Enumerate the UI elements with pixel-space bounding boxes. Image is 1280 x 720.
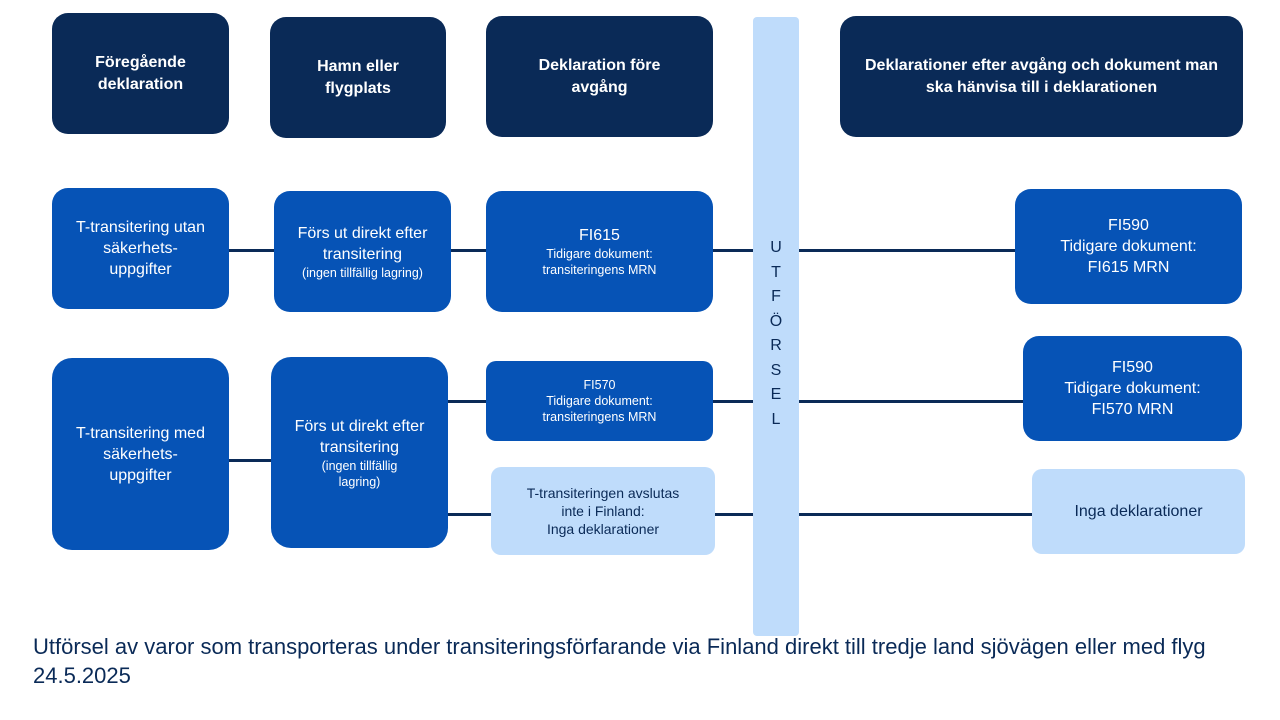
header-post-departure-declarations-text: Deklarationer efter avgång och dokument … [865,56,1218,96]
row1-port-main: Förs ut direkt efter transitering [297,224,428,263]
row1-previous-declaration: T-transitering utan säkerhets-uppgifter [52,188,229,309]
header-port-or-airport-text: Hamn eller flygplats [317,57,399,97]
row2-post-departure: FI590 Tidigare dokument: FI570 MRN [1023,336,1242,441]
header-previous-declaration-text: Föregående deklaration [95,53,186,93]
row3-pre-departure-text: T-transiteringen avslutas inte i Finland… [526,485,680,537]
connector-row2-left [140,459,340,462]
footer-caption: Utförsel av varor som transporteras unde… [33,634,1206,688]
row1-post-departure-ref: FI615 MRN [1087,259,1170,276]
row3-post-departure-text: Inga deklarationer [1074,503,1203,520]
row1-pre-departure: FI615 Tidigare dokument: transiteringens… [486,191,713,312]
row1-port-note: (ingen tillfällig lagring) [302,265,423,280]
header-port-or-airport: Hamn eller flygplats [270,17,446,138]
row2-pre-departure: FI570 Tidigare dokument: transiteringens… [486,361,713,441]
row1-post-departure: FI590 Tidigare dokument: FI615 MRN [1015,189,1242,304]
utforsel-bar-letters: U T F Ö R S E L [753,236,799,432]
row2-previous-declaration: T-transitering med säkerhets-uppgifter [52,358,229,550]
header-pre-departure-declaration-text: Deklaration före avgång [538,56,661,96]
bar-letter: L [771,410,781,428]
connector-row2-lower [400,513,1040,516]
row2-pre-departure-doc: Tidigare dokument: transiteringens MRN [542,394,657,424]
bar-letter: S [770,361,782,379]
row2-previous-declaration-text: T-transitering med säkerhets-uppgifter [76,424,205,484]
bar-letter: E [770,386,782,403]
row2-post-departure-code: FI590 [1112,359,1153,376]
bar-letter: R [770,337,782,354]
row1-pre-departure-code: FI615 [579,227,620,244]
bar-letter: U [770,239,782,256]
row2-port: Förs ut direkt efter transitering (ingen… [271,357,448,548]
row1-post-departure-doc: Tidigare dokument: [1060,238,1197,255]
row3-post-departure: Inga deklarationer [1032,469,1245,554]
row1-port: Förs ut direkt efter transitering (ingen… [274,191,451,312]
header-previous-declaration: Föregående deklaration [52,13,229,134]
utforsel-bar [753,17,799,636]
bar-letter: T [771,263,781,281]
header-pre-departure-declaration: Deklaration före avgång [486,16,713,137]
row3-pre-departure: T-transiteringen avslutas inte i Finland… [491,467,715,555]
bar-letter: Ö [769,312,783,330]
row2-post-departure-ref: FI570 MRN [1091,401,1174,418]
row2-pre-departure-code: FI570 [583,378,616,392]
row1-pre-departure-doc: Tidigare dokument: transiteringens MRN [542,247,657,277]
connector-row2-upper [400,400,1040,403]
row2-port-main: Förs ut direkt efter transitering [294,417,425,456]
row2-post-departure-doc: Tidigare dokument: [1064,380,1201,397]
row2-port-note: (ingen tillfällig lagring) [321,458,398,489]
row1-post-departure-code: FI590 [1108,217,1149,234]
row1-previous-declaration-text: T-transitering utan säkerhets-uppgifter [76,219,205,278]
header-post-departure-declarations: Deklarationer efter avgång och dokument … [840,16,1243,137]
bar-letter: F [771,288,781,305]
